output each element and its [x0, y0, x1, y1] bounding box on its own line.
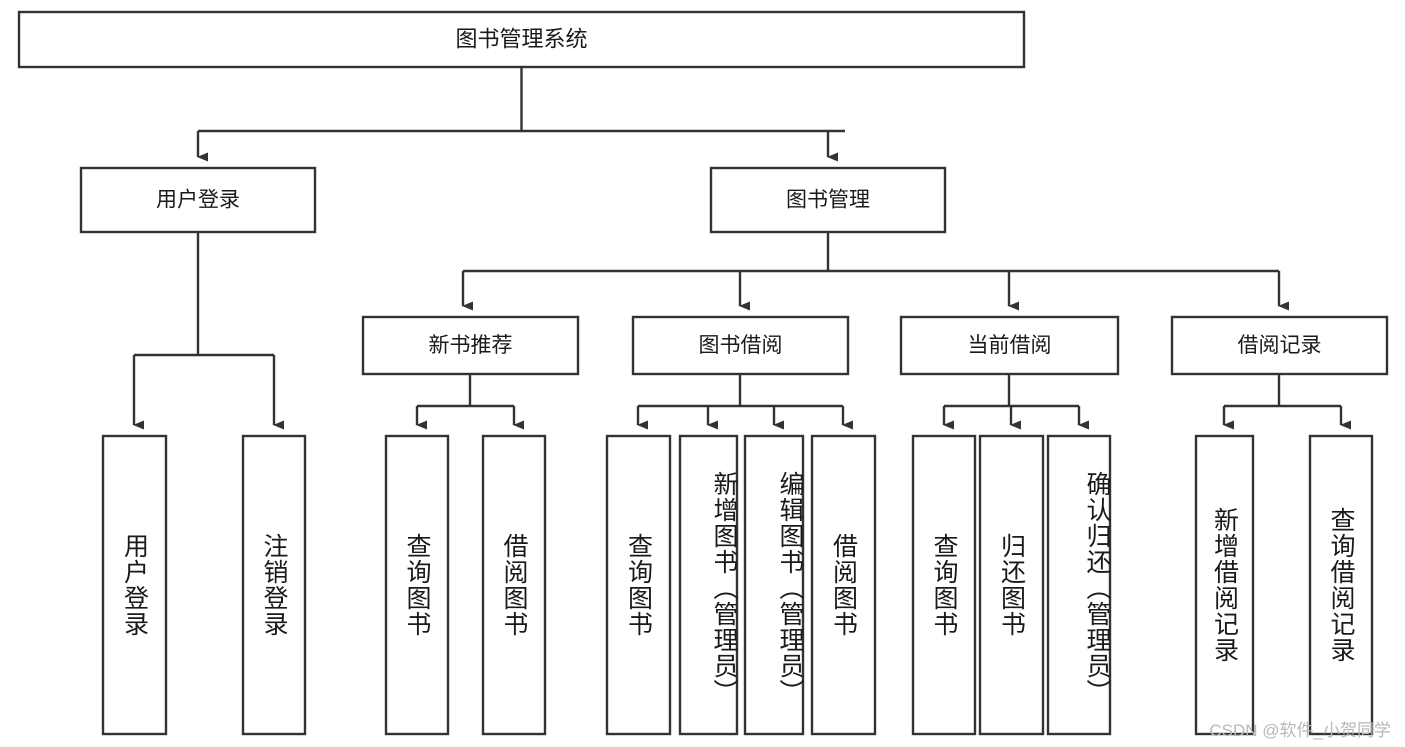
node-current-borrow[interactable]: 当前借阅	[899, 315, 1120, 376]
node-current-borrow-label: 当前借阅	[968, 334, 1052, 357]
node-user-login-box[interactable]	[79, 166, 317, 234]
node-book-borrow-label: 图书借阅	[699, 334, 783, 357]
leaf-box-add-borrow-record[interactable]	[1194, 434, 1255, 736]
connector-group-borrow-record-to-leaves	[1222, 374, 1351, 430]
node-book-management[interactable]: 图书管理	[709, 166, 947, 234]
node-new-book-recommend-box[interactable]	[361, 315, 580, 376]
leaf-box-borrow-book[interactable]	[810, 434, 877, 736]
node-root-book-management-system[interactable]: 图书管理系统	[17, 10, 1026, 69]
connector-group-book-manage-to-level3	[461, 232, 1289, 311]
connector-group-root-to-level2	[196, 67, 845, 162]
node-root-label: 图书管理系统	[455, 26, 587, 51]
node-book-management-box[interactable]	[709, 166, 947, 234]
connector-group-book-borrow-to-leaves	[636, 374, 853, 430]
node-user-login-label: 用户登录	[156, 189, 240, 212]
connector-group-user-login-to-leaves	[132, 232, 284, 430]
connector-group-new-book-recommend-to-leaves	[415, 374, 524, 430]
node-book-borrow[interactable]: 图书借阅	[631, 315, 850, 376]
node-book-borrow-box[interactable]	[631, 315, 850, 376]
connector-group-current-borrow-to-leaves	[942, 374, 1089, 430]
leaf-box-query-book-current[interactable]	[911, 434, 977, 736]
watermark-text: CSDN @软件_小贺同学	[1209, 721, 1391, 740]
node-new-book-recommend-label: 新书推荐	[429, 334, 513, 357]
leaf-box-user-login[interactable]	[101, 434, 168, 736]
leaf-box-query-book-borrow[interactable]	[605, 434, 672, 736]
leaf-box-logout-login[interactable]	[241, 434, 307, 736]
leaf-box-return-book[interactable]	[978, 434, 1045, 736]
leaf-box-add-book-admin[interactable]	[678, 434, 739, 736]
leaf-box-query-book-recommend[interactable]	[384, 434, 450, 736]
node-current-borrow-box[interactable]	[899, 315, 1120, 376]
node-book-management-label: 图书管理	[786, 189, 870, 212]
node-borrow-record-box[interactable]	[1170, 315, 1389, 376]
node-user-login[interactable]: 用户登录	[79, 166, 317, 234]
node-borrow-record[interactable]: 借阅记录	[1170, 315, 1389, 376]
leaf-box-query-borrow-record[interactable]	[1308, 434, 1374, 736]
node-root-box[interactable]	[17, 10, 1026, 69]
node-new-book-recommend[interactable]: 新书推荐	[361, 315, 580, 376]
leaf-box-borrow-book-recommend[interactable]	[481, 434, 547, 736]
node-borrow-record-label: 借阅记录	[1238, 334, 1322, 357]
leaf-box-edit-book-admin[interactable]	[743, 434, 805, 736]
leaf-box-confirm-return-admin[interactable]	[1046, 434, 1112, 736]
leaf-boxes-group	[101, 434, 1374, 736]
